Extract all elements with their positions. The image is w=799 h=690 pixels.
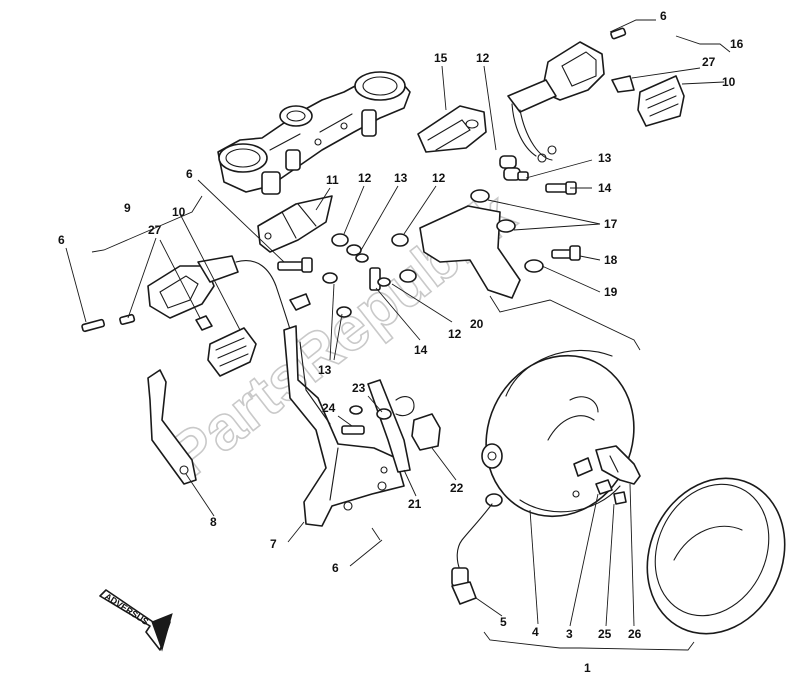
callout-14-b: 14 bbox=[414, 343, 428, 357]
callout-12-c: 12 bbox=[448, 327, 462, 341]
group-bracket-16 bbox=[675, 35, 731, 53]
callout-13-b: 13 bbox=[318, 363, 332, 377]
callout-15: 15 bbox=[434, 51, 448, 65]
callout-18: 18 bbox=[604, 253, 618, 267]
callout-labels: 6 16 27 10 12 15 13 14 17 18 19 20 6 11 … bbox=[58, 9, 744, 675]
callout-27-left: 27 bbox=[148, 223, 162, 237]
callout-10-left: 10 bbox=[172, 205, 186, 219]
callout-21: 21 bbox=[408, 497, 422, 511]
callout-7: 7 bbox=[270, 537, 277, 551]
callout-4: 4 bbox=[532, 625, 539, 639]
group-bracket-9 bbox=[91, 195, 203, 253]
side-bracket-8 bbox=[147, 369, 197, 485]
headlight-lens-1 bbox=[646, 477, 786, 635]
wire-harness-5 bbox=[451, 503, 493, 605]
headlight-bracket-15 bbox=[417, 105, 487, 153]
callout-26: 26 bbox=[628, 627, 642, 641]
leader-lines bbox=[65, 19, 725, 627]
callout-16: 16 bbox=[730, 37, 744, 51]
callout-8: 8 bbox=[210, 515, 217, 529]
callout-6-left: 6 bbox=[58, 233, 65, 247]
callout-24: 24 bbox=[322, 401, 336, 415]
callout-22: 22 bbox=[450, 481, 464, 495]
callout-12-b: 12 bbox=[432, 171, 446, 185]
bulb-assembly bbox=[572, 445, 641, 505]
callout-20: 20 bbox=[470, 317, 484, 331]
upper-triple-clamp bbox=[217, 71, 411, 195]
group-bracket-20 bbox=[489, 295, 641, 351]
center-hardware bbox=[277, 233, 391, 318]
headlight-bracket-7 bbox=[283, 325, 411, 527]
callout-14-top: 14 bbox=[598, 181, 612, 195]
bracket-11 bbox=[257, 195, 333, 253]
callout-27-right: 27 bbox=[702, 55, 716, 69]
mount-bracket-20 bbox=[391, 189, 581, 299]
callout-19: 19 bbox=[604, 285, 618, 299]
right-indicator-assembly bbox=[507, 27, 685, 163]
group-bracket-1 bbox=[483, 631, 695, 651]
brand-label: ADVERSUS bbox=[103, 591, 150, 627]
callout-6-mid: 6 bbox=[186, 167, 193, 181]
callout-6-top: 6 bbox=[660, 9, 667, 23]
callout-3: 3 bbox=[566, 627, 573, 641]
left-indicator-assembly bbox=[81, 255, 311, 377]
lower-hardware bbox=[341, 396, 441, 451]
callout-17: 17 bbox=[604, 217, 618, 231]
callout-23: 23 bbox=[352, 381, 366, 395]
callout-13-a: 13 bbox=[394, 171, 408, 185]
callout-25: 25 bbox=[598, 627, 612, 641]
headlight-shell-4 bbox=[481, 349, 635, 518]
callout-5: 5 bbox=[500, 615, 507, 629]
callout-12-top: 12 bbox=[476, 51, 490, 65]
callout-11: 11 bbox=[326, 173, 339, 187]
callout-13-top: 13 bbox=[598, 151, 612, 165]
callout-9: 9 bbox=[124, 201, 131, 215]
callout-10-right: 10 bbox=[722, 75, 736, 89]
callout-12-a: 12 bbox=[358, 171, 372, 185]
adversus-brand-mark: ADVERSUS bbox=[99, 589, 173, 652]
callout-6-bottom: 6 bbox=[332, 561, 339, 575]
callout-1: 1 bbox=[584, 661, 591, 675]
